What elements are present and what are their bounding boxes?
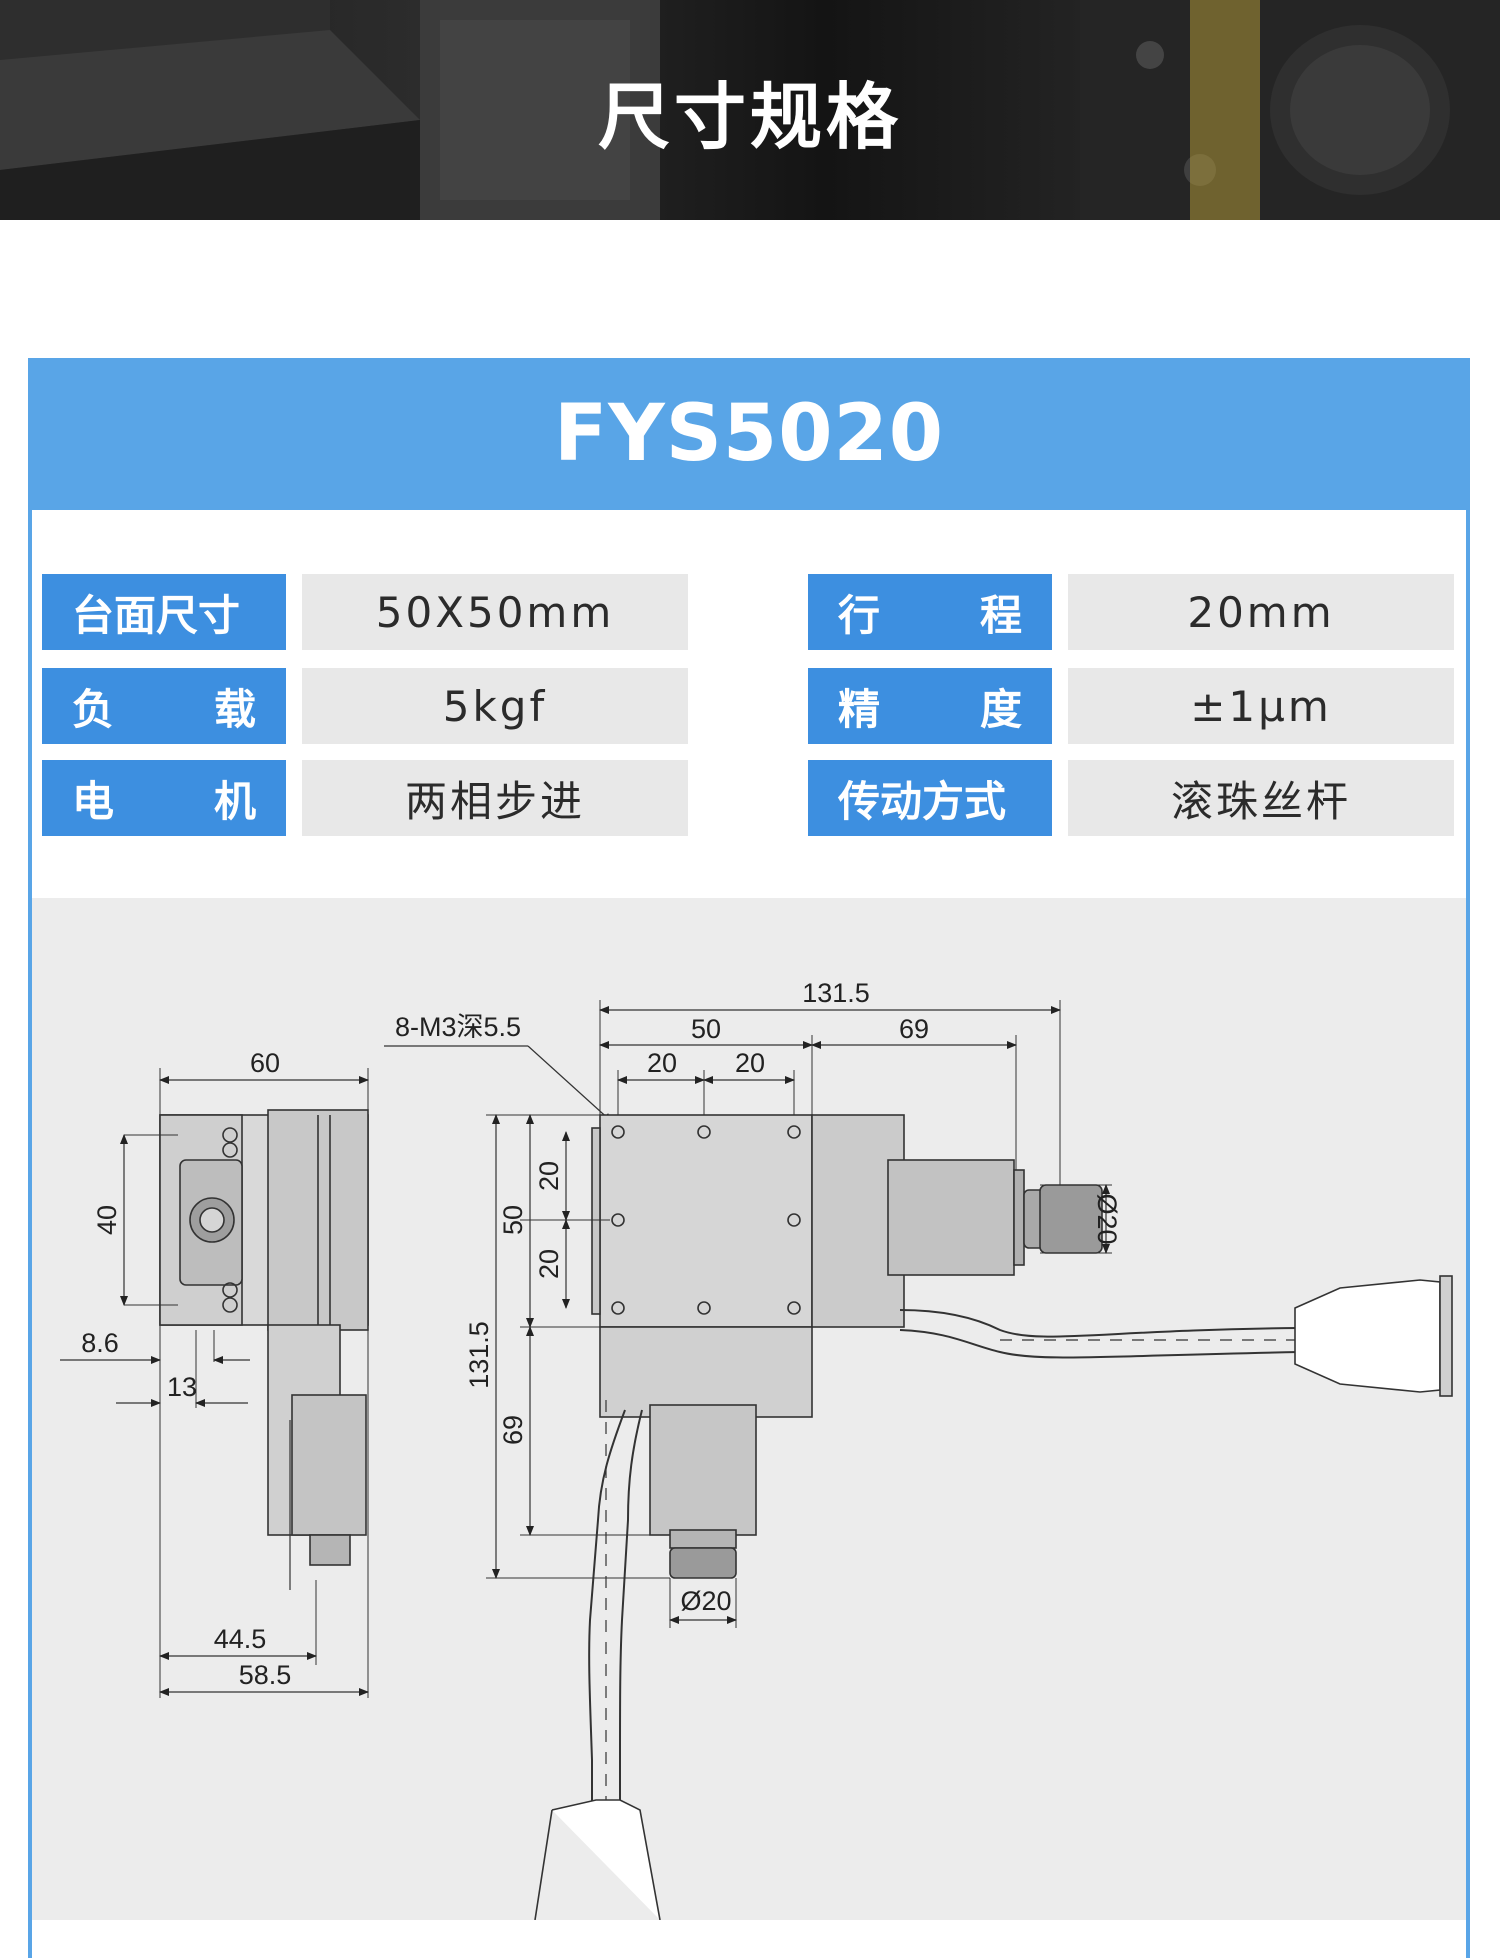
dim-side-offset-a: 8.6 [81, 1328, 119, 1358]
banner-photo [0, 0, 1500, 220]
dim-front-pitch-b: 20 [735, 1048, 765, 1078]
spec-label-accuracy-b: 度 [979, 684, 1022, 734]
spec-value-load: 5kgf [302, 668, 688, 744]
spec-value-drive: 滚珠丝杆 [1068, 760, 1454, 836]
dim-side-height: 40 [92, 1205, 122, 1235]
dim-side-bottom-a: 44.5 [214, 1624, 267, 1654]
dim-front-overall: 131.5 [802, 978, 870, 1008]
spec-label-travel: 行 程 [808, 574, 1052, 650]
dim-knob-right: Ø20 [1092, 1193, 1122, 1244]
dim-front-motor: 69 [899, 1014, 929, 1044]
dim-front-table: 50 [691, 1014, 721, 1044]
dim-front-v-pitch-b: 20 [534, 1249, 564, 1279]
spec-value-travel: 20mm [1068, 574, 1454, 650]
dim-knob-bottom: Ø20 [680, 1586, 731, 1616]
dim-side-offset-b: 13 [167, 1372, 197, 1402]
spec-label-travel-b: 程 [979, 590, 1022, 640]
dim-front-v-pitch-a: 20 [534, 1161, 564, 1191]
banner-title: 尺寸规格 [597, 74, 902, 159]
model-title: FYS5020 [28, 358, 1470, 510]
spec-value-accuracy: ±1μm [1068, 668, 1454, 744]
spec-label-travel-a: 行 [838, 590, 881, 640]
spec-label-accuracy: 精 度 [808, 668, 1052, 744]
spec-label-load: 负 载 [42, 668, 286, 744]
front-view [384, 1000, 1453, 1920]
hole-note: 8-M3深5.5 [395, 1012, 521, 1042]
spec-value-platform-size: 50X50mm [302, 574, 688, 650]
spec-label-drive: 传动方式 [808, 760, 1052, 836]
spec-label-load-a: 负 [72, 684, 115, 734]
spec-label-accuracy-a: 精 [838, 684, 881, 734]
dim-side-bottom-b: 58.5 [239, 1660, 292, 1690]
dim-front-v-table: 50 [498, 1205, 528, 1235]
spec-label-motor-a: 电 [72, 776, 115, 826]
spec-label-motor-b: 机 [213, 776, 256, 826]
banner: 尺寸规格 [0, 0, 1500, 220]
side-view [60, 1068, 369, 1698]
dim-front-pitch-a: 20 [647, 1048, 677, 1078]
dim-front-v-overall: 131.5 [464, 1321, 494, 1389]
spec-label-load-b: 载 [213, 684, 256, 734]
spec-value-motor: 两相步进 [302, 760, 688, 836]
dim-front-v-motor: 69 [498, 1415, 528, 1445]
spec-label-motor: 电 机 [42, 760, 286, 836]
dim-side-width: 60 [250, 1048, 280, 1078]
spec-label-platform-size: 台面尺寸 [42, 574, 286, 650]
